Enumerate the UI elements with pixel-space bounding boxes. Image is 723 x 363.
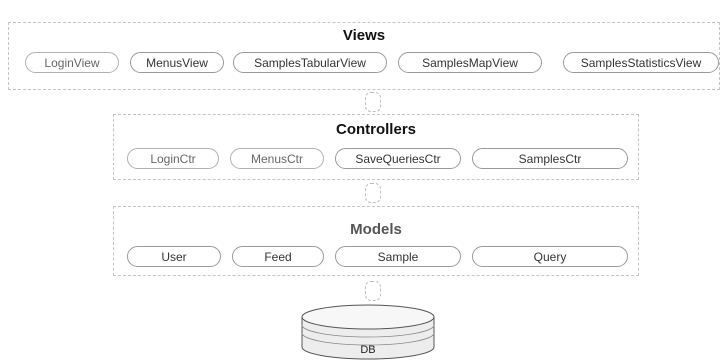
- view-menus: MenusView: [130, 52, 224, 73]
- view-samples-map: SamplesMapView: [398, 52, 542, 73]
- view-login: LoginView: [25, 52, 119, 73]
- controllers-layer-title: Controllers: [335, 121, 416, 138]
- view-samples-statistics: SamplesStatisticsView: [563, 52, 719, 73]
- model-user: User: [127, 246, 221, 267]
- models-db-connector: [365, 281, 381, 301]
- model-query: Query: [472, 246, 628, 267]
- controller-login: LoginCtr: [127, 148, 219, 169]
- controllers-models-connector: [365, 183, 381, 203]
- database-label: DB: [360, 344, 376, 356]
- views-controllers-connector: [365, 92, 381, 112]
- database-cylinder-icon: [301, 304, 435, 360]
- controller-menus: MenusCtr: [230, 148, 324, 169]
- models-layer-title: Models: [350, 221, 402, 238]
- models-layer: Models User Feed Sample Query: [113, 206, 639, 276]
- model-sample: Sample: [335, 246, 461, 267]
- views-layer-title: Views: [342, 27, 386, 44]
- model-feed: Feed: [232, 246, 324, 267]
- controller-save-queries: SaveQueriesCtr: [335, 148, 461, 169]
- views-layer: Views LoginView MenusView SamplesTabular…: [8, 22, 720, 90]
- controller-samples: SamplesCtr: [472, 148, 628, 169]
- view-samples-tabular: SamplesTabularView: [233, 52, 387, 73]
- controllers-layer: Controllers LoginCtr MenusCtr SaveQuerie…: [113, 114, 639, 180]
